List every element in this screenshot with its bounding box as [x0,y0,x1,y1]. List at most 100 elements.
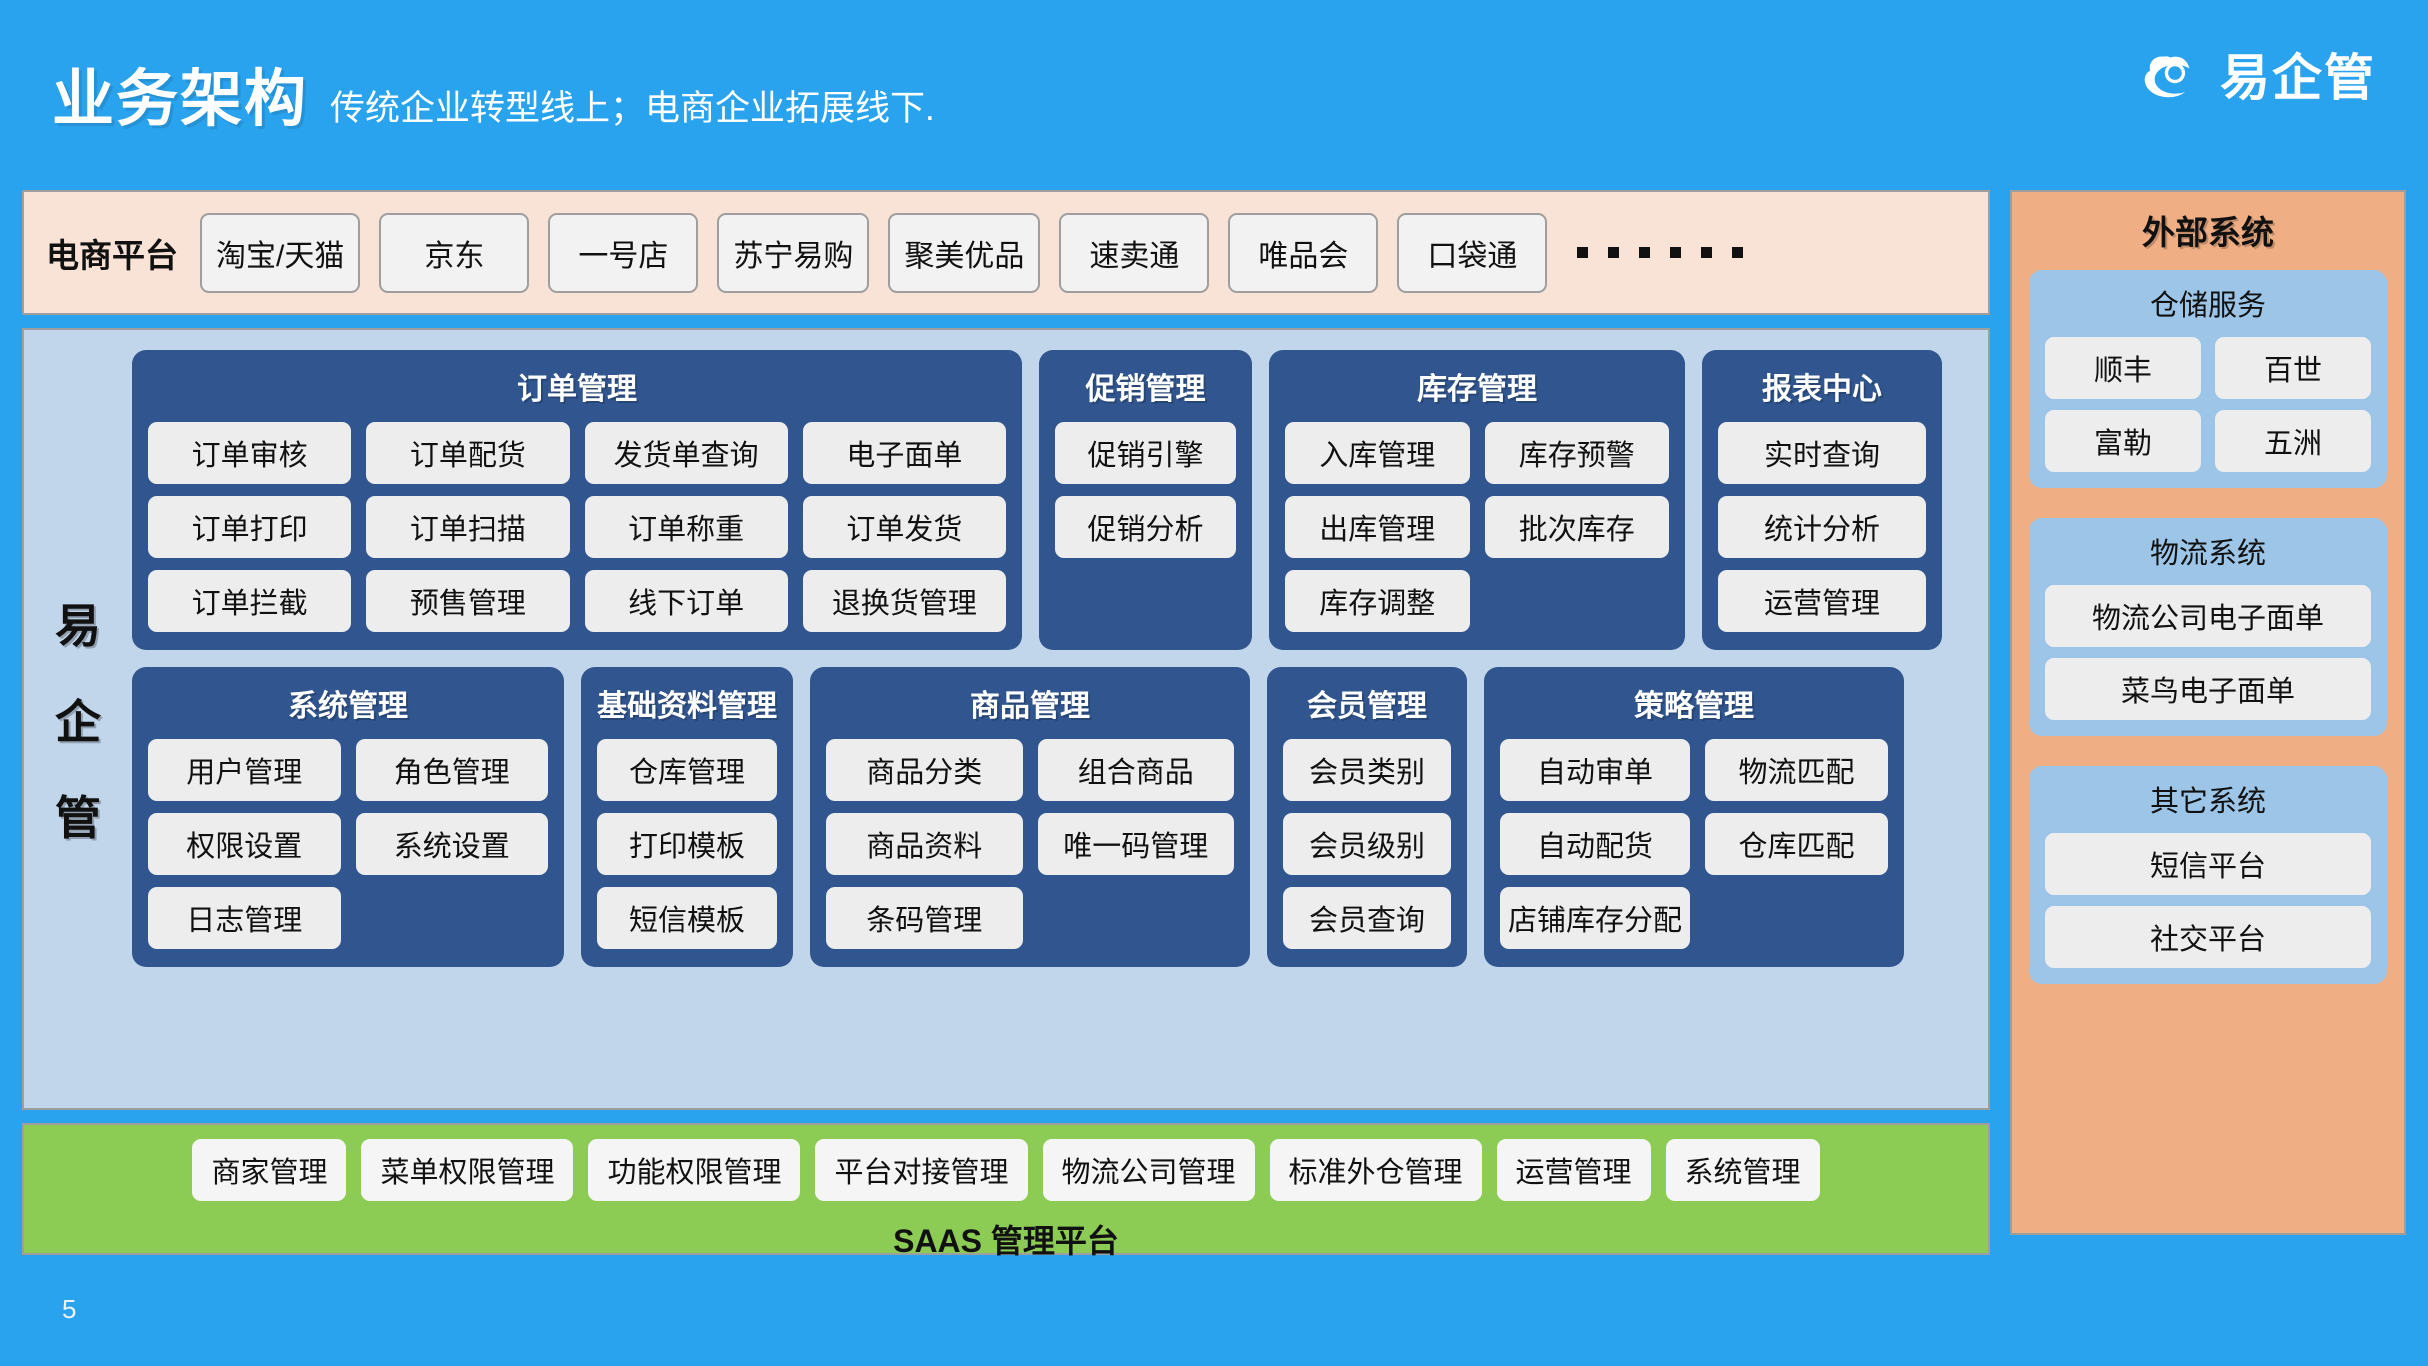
page-number: 5 [62,1294,77,1324]
module-item[interactable]: 店铺库存分配 [1500,887,1691,949]
ecommerce-platform-item[interactable]: 淘宝/天猫 [200,212,361,293]
external-item[interactable]: 富勒 [2045,410,2201,472]
module-item[interactable]: 会员级别 [1283,813,1451,875]
saas-item[interactable]: 运营管理 [1496,1139,1651,1201]
brand-name: 易企管 [2220,50,2376,106]
external-item[interactable]: 短信平台 [2045,833,2371,895]
external-item[interactable]: 顺丰 [2045,337,2201,399]
external-item[interactable]: 百世 [2215,337,2371,399]
module-item[interactable]: 权限设置 [148,813,341,875]
external-item[interactable]: 菜鸟电子面单 [2045,658,2371,720]
saas-item[interactable]: 菜单权限管理 [361,1139,574,1201]
module-item[interactable]: 线下订单 [584,570,788,632]
module-card: 会员管理会员类别会员级别会员查询 [1267,667,1467,967]
module-item[interactable]: 入库管理 [1285,422,1470,484]
module-item-grid: 会员类别会员级别会员查询 [1283,739,1451,949]
module-item[interactable]: 促销引擎 [1055,422,1236,484]
module-item[interactable]: 组合商品 [1037,739,1234,801]
module-item[interactable]: 订单审核 [148,422,352,484]
module-item-grid: 用户管理角色管理权限设置系统设置日志管理 [148,739,548,949]
saas-item[interactable]: 物流公司管理 [1042,1139,1255,1201]
module-item-grid: 订单审核订单配货发货单查询电子面单订单打印订单扫描订单称重订单发货订单拦截预售管… [148,422,1006,632]
page-title: 业务架构 [52,65,309,134]
module-card-title: 库存管理 [1417,373,1537,406]
ecommerce-platform-item[interactable]: 口袋通 [1397,212,1548,293]
saas-item[interactable]: 商家管理 [192,1139,347,1201]
module-card: 商品管理商品分类组合商品商品资料唯一码管理条码管理 [810,667,1250,967]
vertical-brand-char: 管 [55,792,101,844]
ecommerce-platform-item[interactable]: 京东 [379,212,530,293]
module-item[interactable]: 用户管理 [148,739,341,801]
module-item[interactable]: 统计分析 [1718,496,1926,558]
module-item[interactable]: 自动审单 [1500,739,1691,801]
module-item[interactable]: 电子面单 [802,422,1006,484]
external-group-title: 物流系统 [2149,538,2266,570]
module-item[interactable]: 退换货管理 [802,570,1006,632]
module-item[interactable]: 商品分类 [826,739,1023,801]
module-item[interactable]: 发货单查询 [584,422,788,484]
module-item[interactable]: 促销分析 [1055,496,1236,558]
external-item[interactable]: 五洲 [2215,410,2371,472]
external-item[interactable]: 物流公司电子面单 [2045,585,2371,647]
module-card-row: 订单管理订单审核订单配货发货单查询电子面单订单打印订单扫描订单称重订单发货订单拦… [132,350,1970,650]
module-item[interactable]: 打印模板 [597,813,777,875]
module-item[interactable]: 唯一码管理 [1037,813,1234,875]
module-item[interactable]: 系统设置 [355,813,548,875]
external-group-list: 仓储服务顺丰百世富勒五洲物流系统物流公司电子面单菜鸟电子面单其它系统短信平台社交… [2029,270,2387,1014]
vertical-brand-char: 企 [55,696,101,748]
module-item[interactable]: 物流匹配 [1705,739,1888,801]
header-title-group: 业务架构 传统企业转型线上；电商企业拓展线下. [52,48,935,138]
module-item[interactable]: 商品资料 [826,813,1023,875]
saas-item[interactable]: 标准外仓管理 [1269,1139,1482,1201]
module-card: 策略管理自动审单物流匹配自动配货仓库匹配店铺库存分配 [1484,667,1904,967]
module-item[interactable]: 仓库管理 [597,739,777,801]
saas-platform-strip: 商家管理菜单权限管理功能权限管理平台对接管理物流公司管理标准外仓管理运营管理系统… [22,1123,1990,1259]
module-item[interactable]: 出库管理 [1285,496,1470,558]
module-card-title: 系统管理 [288,690,408,723]
ecommerce-platform-item[interactable]: 聚美优品 [888,212,1041,293]
module-item[interactable]: 日志管理 [148,887,341,949]
module-item[interactable]: 实时查询 [1718,422,1926,484]
module-item[interactable]: 订单扫描 [366,496,570,558]
module-item[interactable]: 预售管理 [366,570,570,632]
external-group: 其它系统短信平台社交平台 [2029,766,2387,984]
module-item[interactable]: 库存调整 [1285,570,1470,632]
saas-item[interactable]: 平台对接管理 [815,1139,1028,1201]
module-item[interactable]: 订单配货 [366,422,570,484]
page-subtitle: 传统企业转型线上；电商企业拓展线下. [330,89,935,128]
vertical-brand-label: 易企管 [24,330,132,1108]
module-card-title: 报表中心 [1762,373,1882,406]
module-item[interactable]: 订单称重 [584,496,788,558]
module-item[interactable]: 短信模板 [597,887,777,949]
ecommerce-platform-item[interactable]: 苏宁易购 [717,212,870,293]
dot-icon [1608,247,1620,258]
module-item[interactable]: 仓库匹配 [1705,813,1888,875]
saas-item[interactable]: 系统管理 [1665,1139,1820,1201]
module-card: 基础资料管理仓库管理打印模板短信模板 [581,667,793,967]
external-group: 物流系统物流公司电子面单菜鸟电子面单 [2029,518,2387,736]
module-item[interactable]: 批次库存 [1484,496,1669,558]
module-item[interactable]: 库存预警 [1484,422,1669,484]
external-systems-title: 外部系统 [2142,214,2274,251]
module-item[interactable]: 订单打印 [148,496,352,558]
saas-item[interactable]: 功能权限管理 [588,1139,801,1201]
ecommerce-platform-item[interactable]: 唯品会 [1228,212,1379,293]
module-item[interactable]: 条码管理 [826,887,1023,949]
module-item[interactable]: 会员类别 [1283,739,1451,801]
ecommerce-item-list: 淘宝/天猫京东一号店苏宁易购聚美优品速卖通唯品会口袋通 [200,212,1548,293]
module-item[interactable]: 自动配货 [1500,813,1691,875]
module-item[interactable]: 订单发货 [802,496,1006,558]
saas-title: SAAS 管理平台 [893,1223,1119,1259]
module-card: 库存管理入库管理库存预警出库管理批次库存库存调整 [1269,350,1685,650]
ecommerce-platform-item[interactable]: 速卖通 [1059,212,1210,293]
module-item[interactable]: 订单拦截 [148,570,352,632]
module-card-title: 促销管理 [1085,373,1206,406]
module-item[interactable]: 运营管理 [1718,570,1926,632]
dot-icon [1577,247,1589,258]
external-item[interactable]: 社交平台 [2045,906,2371,968]
module-item[interactable]: 会员查询 [1283,887,1451,949]
module-card: 报表中心实时查询统计分析运营管理 [1702,350,1942,650]
ecommerce-platform-item[interactable]: 一号店 [548,212,699,293]
module-item[interactable]: 角色管理 [355,739,548,801]
ellipsis-dots-icon [1577,247,1744,258]
